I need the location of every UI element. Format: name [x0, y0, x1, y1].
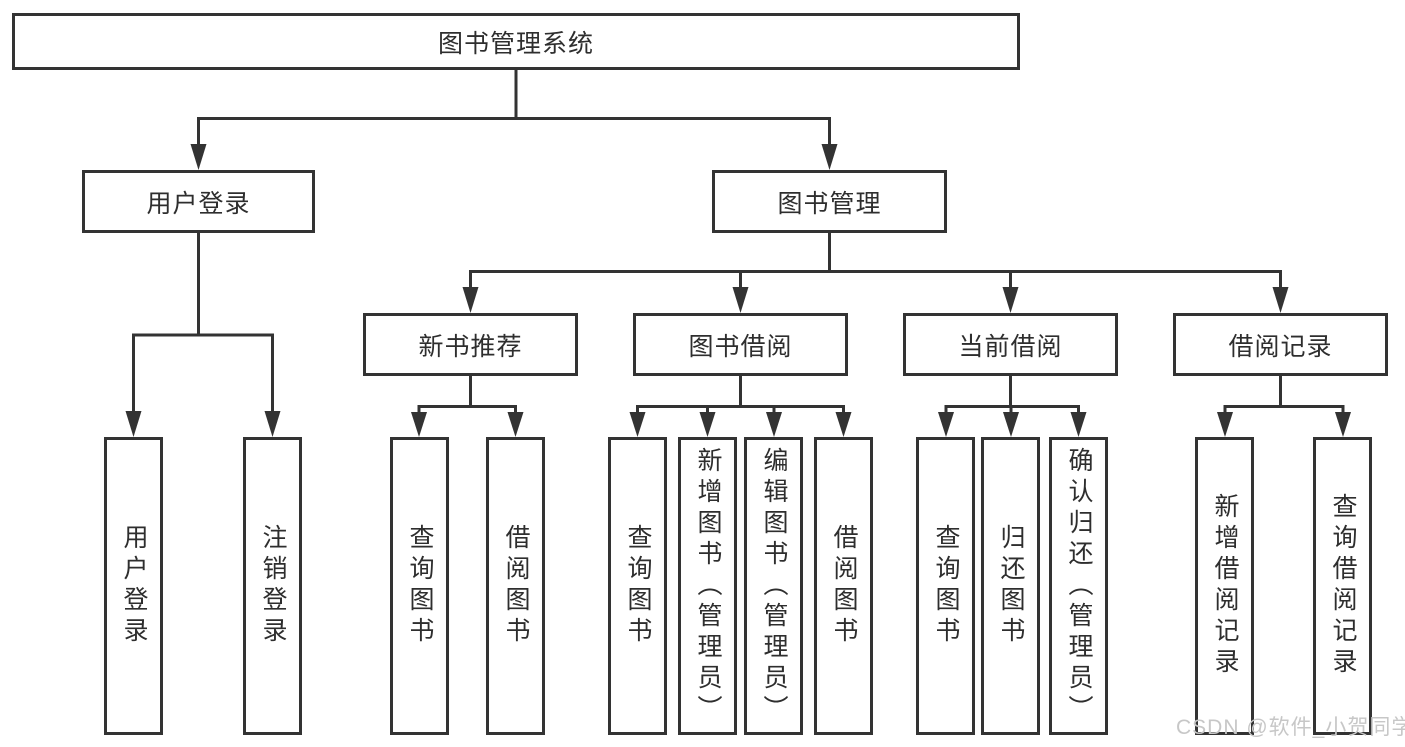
leaf-query-borrow-record: 查询借阅记录 [1313, 437, 1372, 735]
leaf-add-book-admin: 新增图书（管理员） [678, 437, 737, 735]
leaf-confirm-return-admin: 确认归还（管理员） [1049, 437, 1108, 735]
connector-root-to-level2 [190, 70, 838, 170]
connector-borrow-records-leaves [1217, 376, 1351, 437]
connector-book-management-groups [462, 233, 1289, 313]
leaf-logout: 注销登录 [243, 437, 302, 735]
node-book-management: 图书管理 [712, 170, 947, 233]
leaf-add-borrow-record: 新增借阅记录 [1195, 437, 1254, 735]
node-new-book-recommend: 新书推荐 [363, 313, 578, 376]
connector-user-login-leaves [125, 233, 281, 437]
node-user-login: 用户登录 [82, 170, 315, 233]
csdn-watermark: CSDN @软件_小贺同学 [1176, 716, 1405, 739]
leaf-current-query-book: 查询图书 [916, 437, 975, 735]
leaf-borrow-borrow-book: 借阅图书 [814, 437, 873, 735]
connector-new-book-leaves [411, 376, 524, 437]
node-book-borrow: 图书借阅 [633, 313, 848, 376]
connector-current-borrow-leaves [938, 376, 1087, 437]
leaf-borrow-query-book: 查询图书 [608, 437, 667, 735]
node-current-borrow: 当前借阅 [903, 313, 1118, 376]
leaf-return-book: 归还图书 [981, 437, 1040, 735]
leaf-newbook-query-book: 查询图书 [390, 437, 449, 735]
node-borrow-records: 借阅记录 [1173, 313, 1388, 376]
leaf-user-login: 用户登录 [104, 437, 163, 735]
connector-book-borrow-leaves [629, 376, 852, 437]
leaf-edit-book-admin: 编辑图书（管理员） [744, 437, 803, 735]
leaf-newbook-borrow-book: 借阅图书 [486, 437, 545, 735]
node-library-system: 图书管理系统 [12, 13, 1020, 70]
